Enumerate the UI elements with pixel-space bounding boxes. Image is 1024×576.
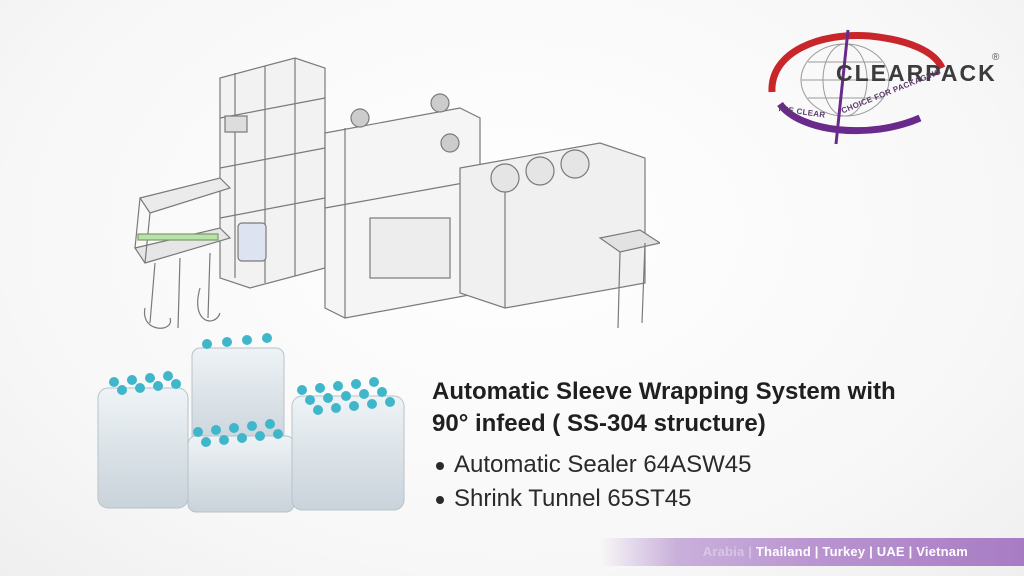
bottle-packs-icon [97,333,405,513]
headline-line-2: 90° infeed ( SS-304 structure) [432,410,766,437]
headline-line-1: Automatic Sleeve Wrapping System with [432,378,896,405]
countries-banner-text: Arabia | Thailand | Turkey | UAE | Vietn… [703,544,968,559]
banner-text-visible: Thailand | Turkey | UAE | Vietnam [755,544,968,559]
feature-list: Automatic Sealer 64ASW45 Shrink Tunnel 6… [436,448,751,516]
machine-drawing-icon [134,57,660,329]
slide-headline: Automatic Sleeve Wrapping System with 90… [432,376,896,440]
bullet-dot-icon [436,462,444,470]
clearpack-globe-icon [768,29,946,145]
list-item: Automatic Sealer 64ASW45 [436,448,751,482]
logo-registered-mark: ® [992,52,1000,63]
list-item: Shrink Tunnel 65ST45 [436,482,751,516]
list-item-text: Automatic Sealer 64ASW45 [454,451,752,478]
list-item-text: Shrink Tunnel 65ST45 [454,485,692,512]
logo-wordmark: CLEARPACK [836,60,997,86]
countries-banner: Arabia | Thailand | Turkey | UAE | Vietn… [600,538,1024,566]
bullet-dot-icon [436,496,444,504]
banner-text-faded: Arabia | [702,544,756,559]
